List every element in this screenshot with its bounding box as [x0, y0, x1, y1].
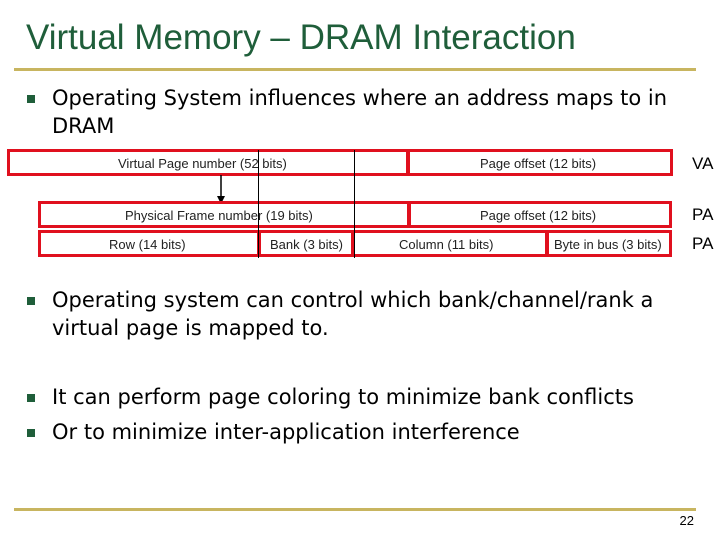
bullet-line: DRAM	[52, 114, 115, 138]
va-page-offset-box: Page offset (12 bits)	[407, 149, 673, 176]
bullet-marker	[27, 95, 35, 103]
bank-bits-box: Bank (3 bits)	[258, 230, 354, 257]
bullet-line: Operating system can control which bank/…	[52, 288, 654, 312]
bullet-marker	[27, 394, 35, 402]
slide-title: Virtual Memory – DRAM Interaction	[26, 18, 576, 57]
bullet-text: Or to minimize inter-application interfe…	[52, 420, 520, 444]
byte-in-bus-label: Byte in bus (3 bits)	[554, 237, 662, 252]
dram-pa-tag: PA	[692, 234, 714, 253]
va-page-offset-label: Page offset (12 bits)	[480, 156, 597, 171]
pa-tag: PA	[692, 205, 714, 224]
mapping-arrow-icon	[217, 175, 225, 204]
va-tag: VA	[692, 154, 714, 173]
pa-page-offset-label: Page offset (12 bits)	[480, 208, 597, 223]
bullet-marker	[27, 429, 35, 437]
bullet-text: Operating system can control which bank/…	[52, 286, 653, 342]
page-number: 22	[679, 513, 694, 528]
bank-boundary-line	[258, 150, 259, 258]
bullet-text: It can perform page coloring to minimize…	[52, 385, 634, 409]
pa-frame-number-label: Physical Frame number (19 bits)	[125, 208, 313, 223]
bullet-marker	[27, 297, 35, 305]
column-boundary-line	[354, 150, 355, 258]
bullet-text: Operating System influences where an add…	[52, 84, 667, 140]
column-bits-box: Column (11 bits)	[352, 230, 548, 257]
pa-page-offset-box: Page offset (12 bits)	[408, 201, 672, 228]
bullet-line: virtual page is mapped to.	[52, 316, 329, 340]
row-bits-box: Row (14 bits)	[38, 230, 260, 257]
row-bits-label: Row (14 bits)	[109, 237, 186, 252]
footer-divider	[14, 508, 696, 511]
title-divider	[14, 68, 696, 71]
column-bits-label: Column (11 bits)	[399, 237, 494, 252]
va-page-number-label: Virtual Page number (52 bits)	[118, 156, 287, 171]
bank-bits-label: Bank (3 bits)	[270, 237, 343, 252]
va-page-number-box: Virtual Page number (52 bits)	[7, 149, 409, 176]
bullet-line: Operating System influences where an add…	[52, 86, 668, 110]
byte-in-bus-box: Byte in bus (3 bits)	[546, 230, 672, 257]
